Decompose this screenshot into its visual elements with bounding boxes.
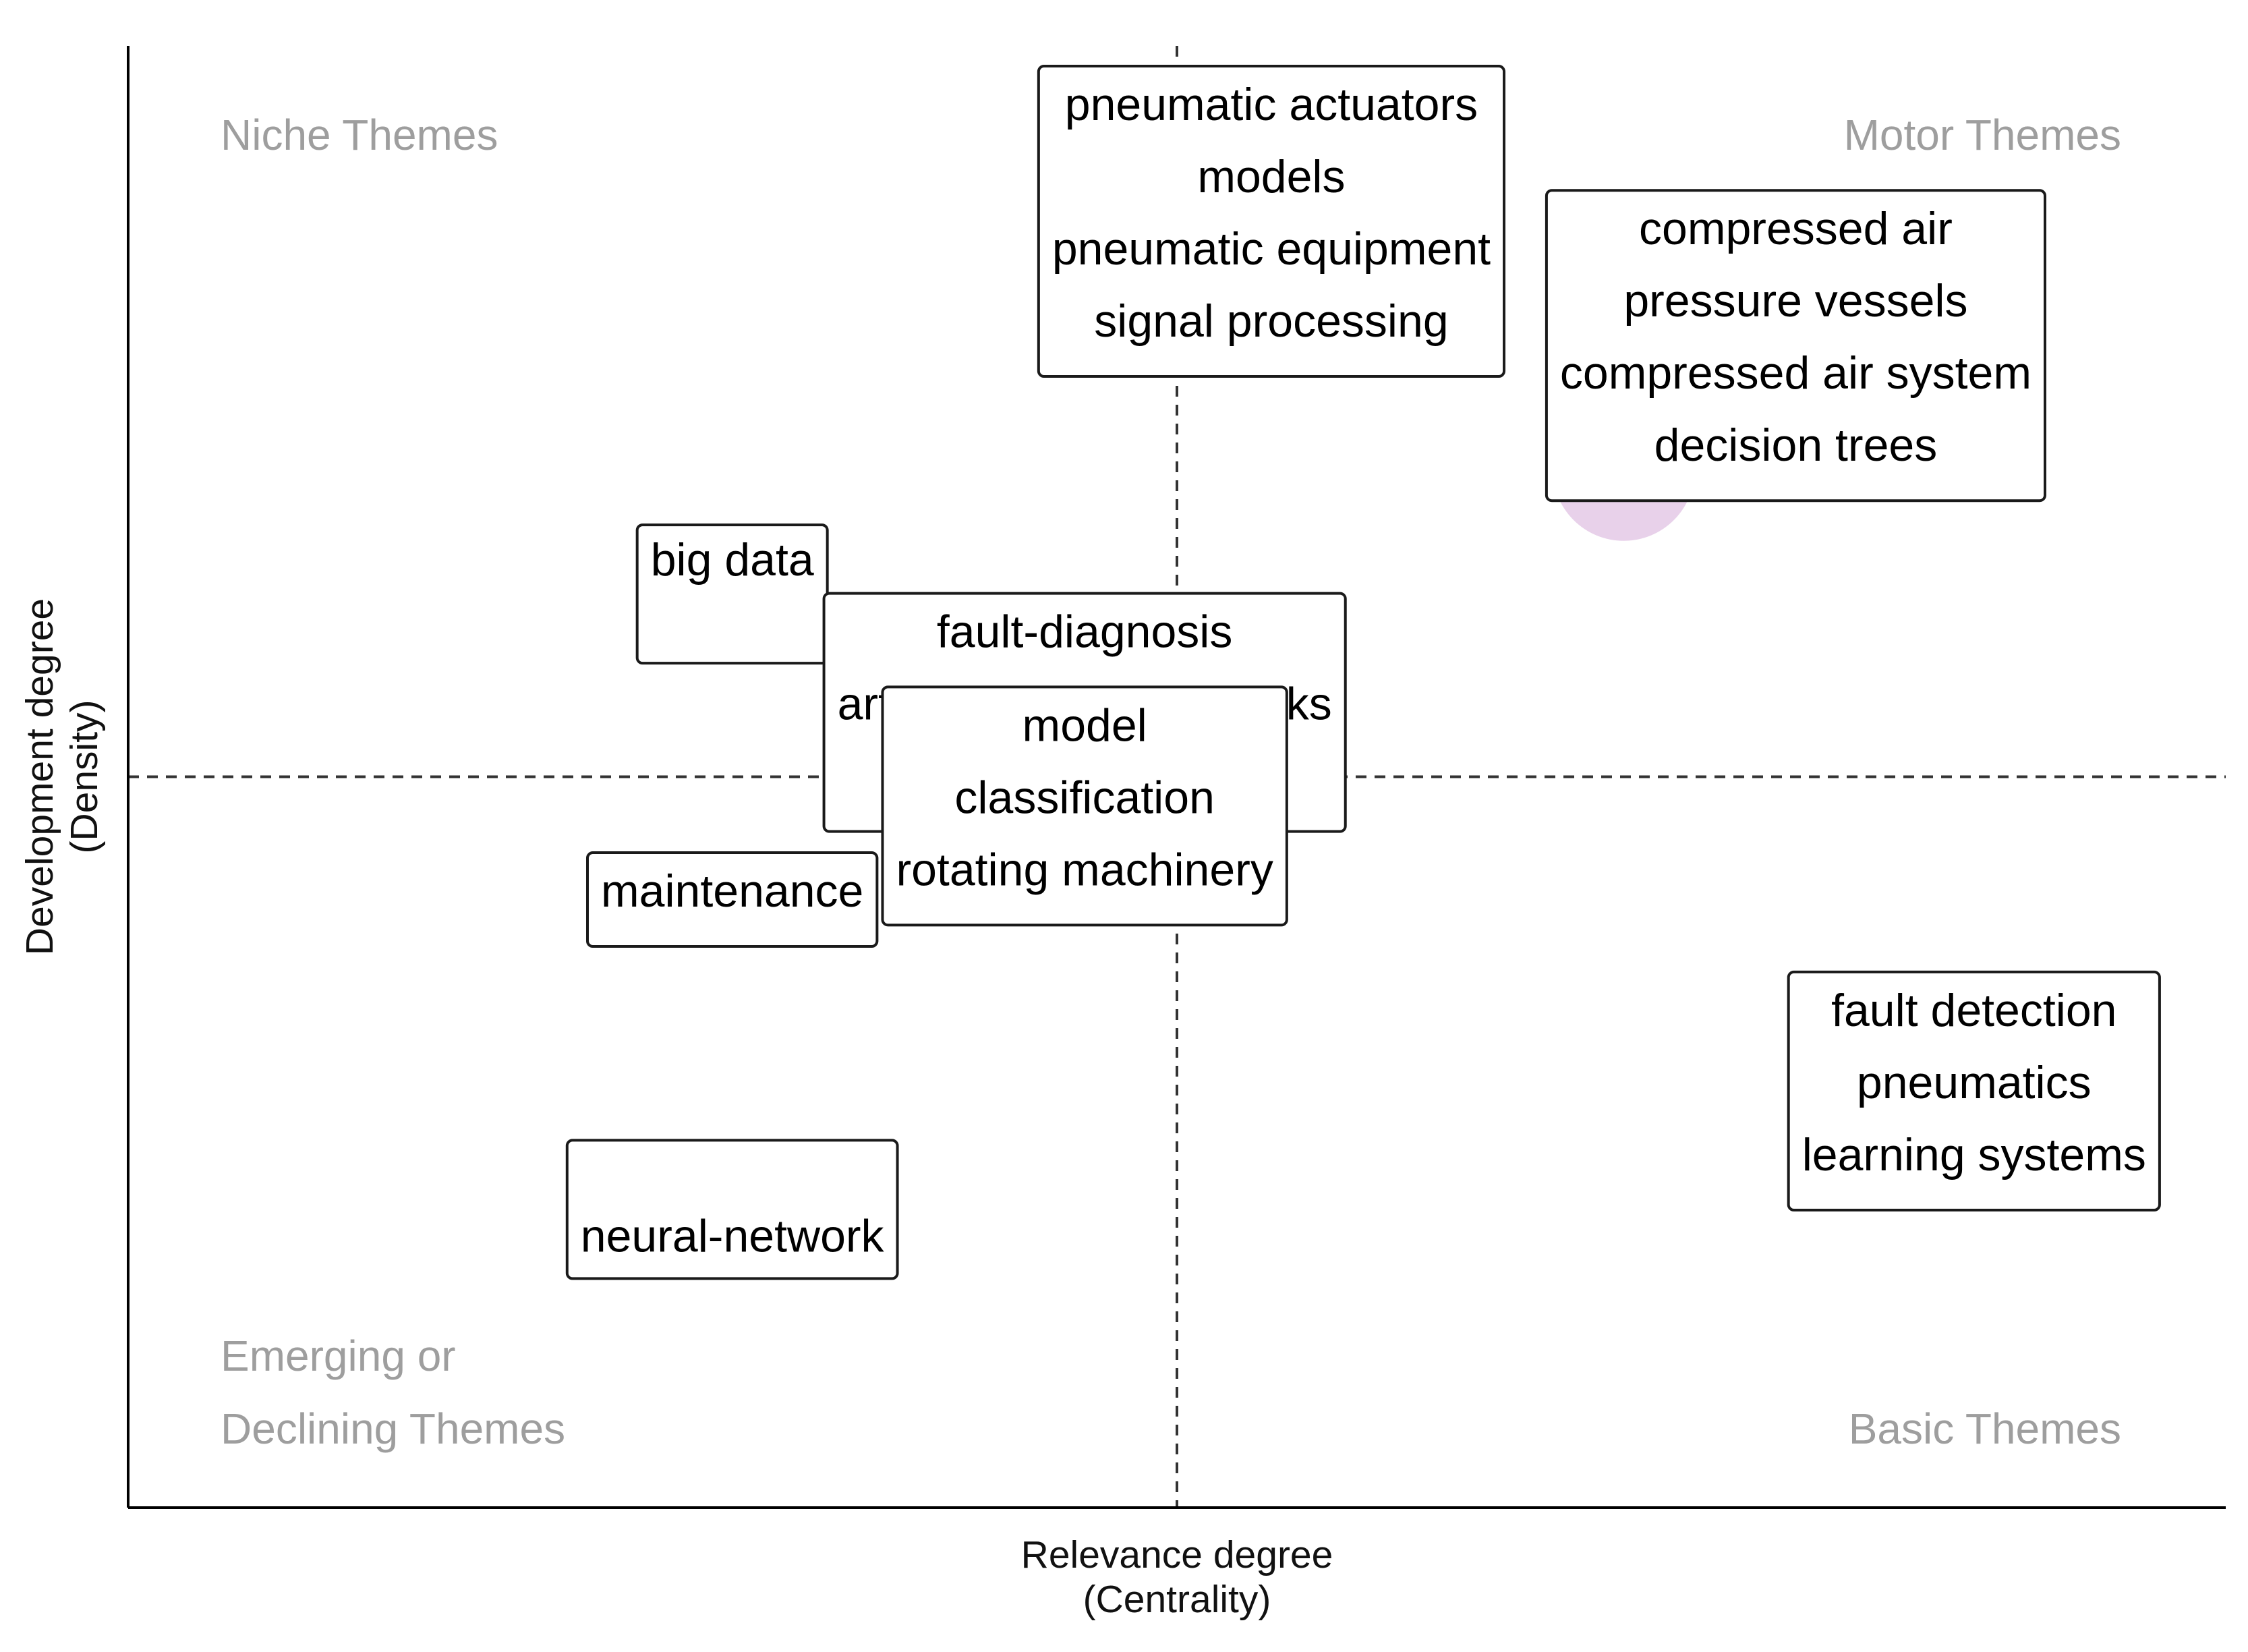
x-axis-title: (Centrality) (1083, 1578, 1271, 1621)
cluster-label-model: rotating machinery (896, 844, 1273, 895)
cluster-label-model: classification (954, 772, 1215, 823)
cluster-label-fault-diagnosis: fault-diagnosis (937, 606, 1232, 658)
cluster-label-fault-detection: fault detection (1831, 985, 2116, 1036)
cluster-label-model: model (1022, 700, 1147, 751)
quadrant-label-emerging: Emerging or (221, 1332, 456, 1380)
cluster-labels: pneumatic actuators models pneumatic equip… (565, 65, 2161, 1280)
cluster-label-compressed-air: decision trees (1654, 420, 1938, 471)
x-axis-title: Relevance degree (1021, 1533, 1333, 1576)
cluster-label-pneumatic-actuators: models (1197, 151, 1345, 202)
cluster-label-pneumatic-actuators: pneumatic actuators (1065, 79, 1478, 130)
cluster-label-compressed-air: pressure vessels (1623, 275, 1967, 326)
cluster-label-pneumatic-actuators: pneumatic equipment (1052, 223, 1491, 275)
quadrant-label-niche: Niche Themes (221, 111, 498, 159)
cluster-label-pneumatic-actuators: signal processing (1094, 295, 1448, 347)
cluster-label-fault-detection: learning systems (1802, 1129, 2146, 1180)
cluster-label-compressed-air: compressed air system (1560, 347, 2031, 399)
cluster-label-maintenance: maintenance (601, 865, 863, 917)
cluster-label-box-model (881, 685, 1288, 927)
y-axis-title: Development degree (18, 598, 61, 955)
quadrant-label-motor: Motor Themes (1844, 111, 2121, 159)
cluster-label-box-pneumatic-actuators (1037, 65, 1506, 378)
cluster-label-big-data: big data (651, 534, 814, 586)
cluster-label-box-neural-network (565, 1139, 899, 1280)
quadrant-label-emerging: Declining Themes (221, 1404, 565, 1453)
cluster-label-compressed-air: compressed air (1639, 203, 1953, 254)
cluster-label-box-compressed-air (1545, 189, 2046, 503)
cluster-label-box-fault-detection (1787, 970, 2161, 1212)
quadrant-label-basic: Basic Themes (1849, 1404, 2121, 1453)
cluster-label-fault-detection: pneumatics (1857, 1057, 2092, 1108)
cluster-label-neural-network: neural-network (581, 1210, 885, 1261)
cluster-label-box-maintenance (585, 851, 879, 948)
axes: Relevance degree(Centrality) Development … (18, 46, 2226, 1621)
y-axis-title: (Density) (63, 700, 106, 853)
